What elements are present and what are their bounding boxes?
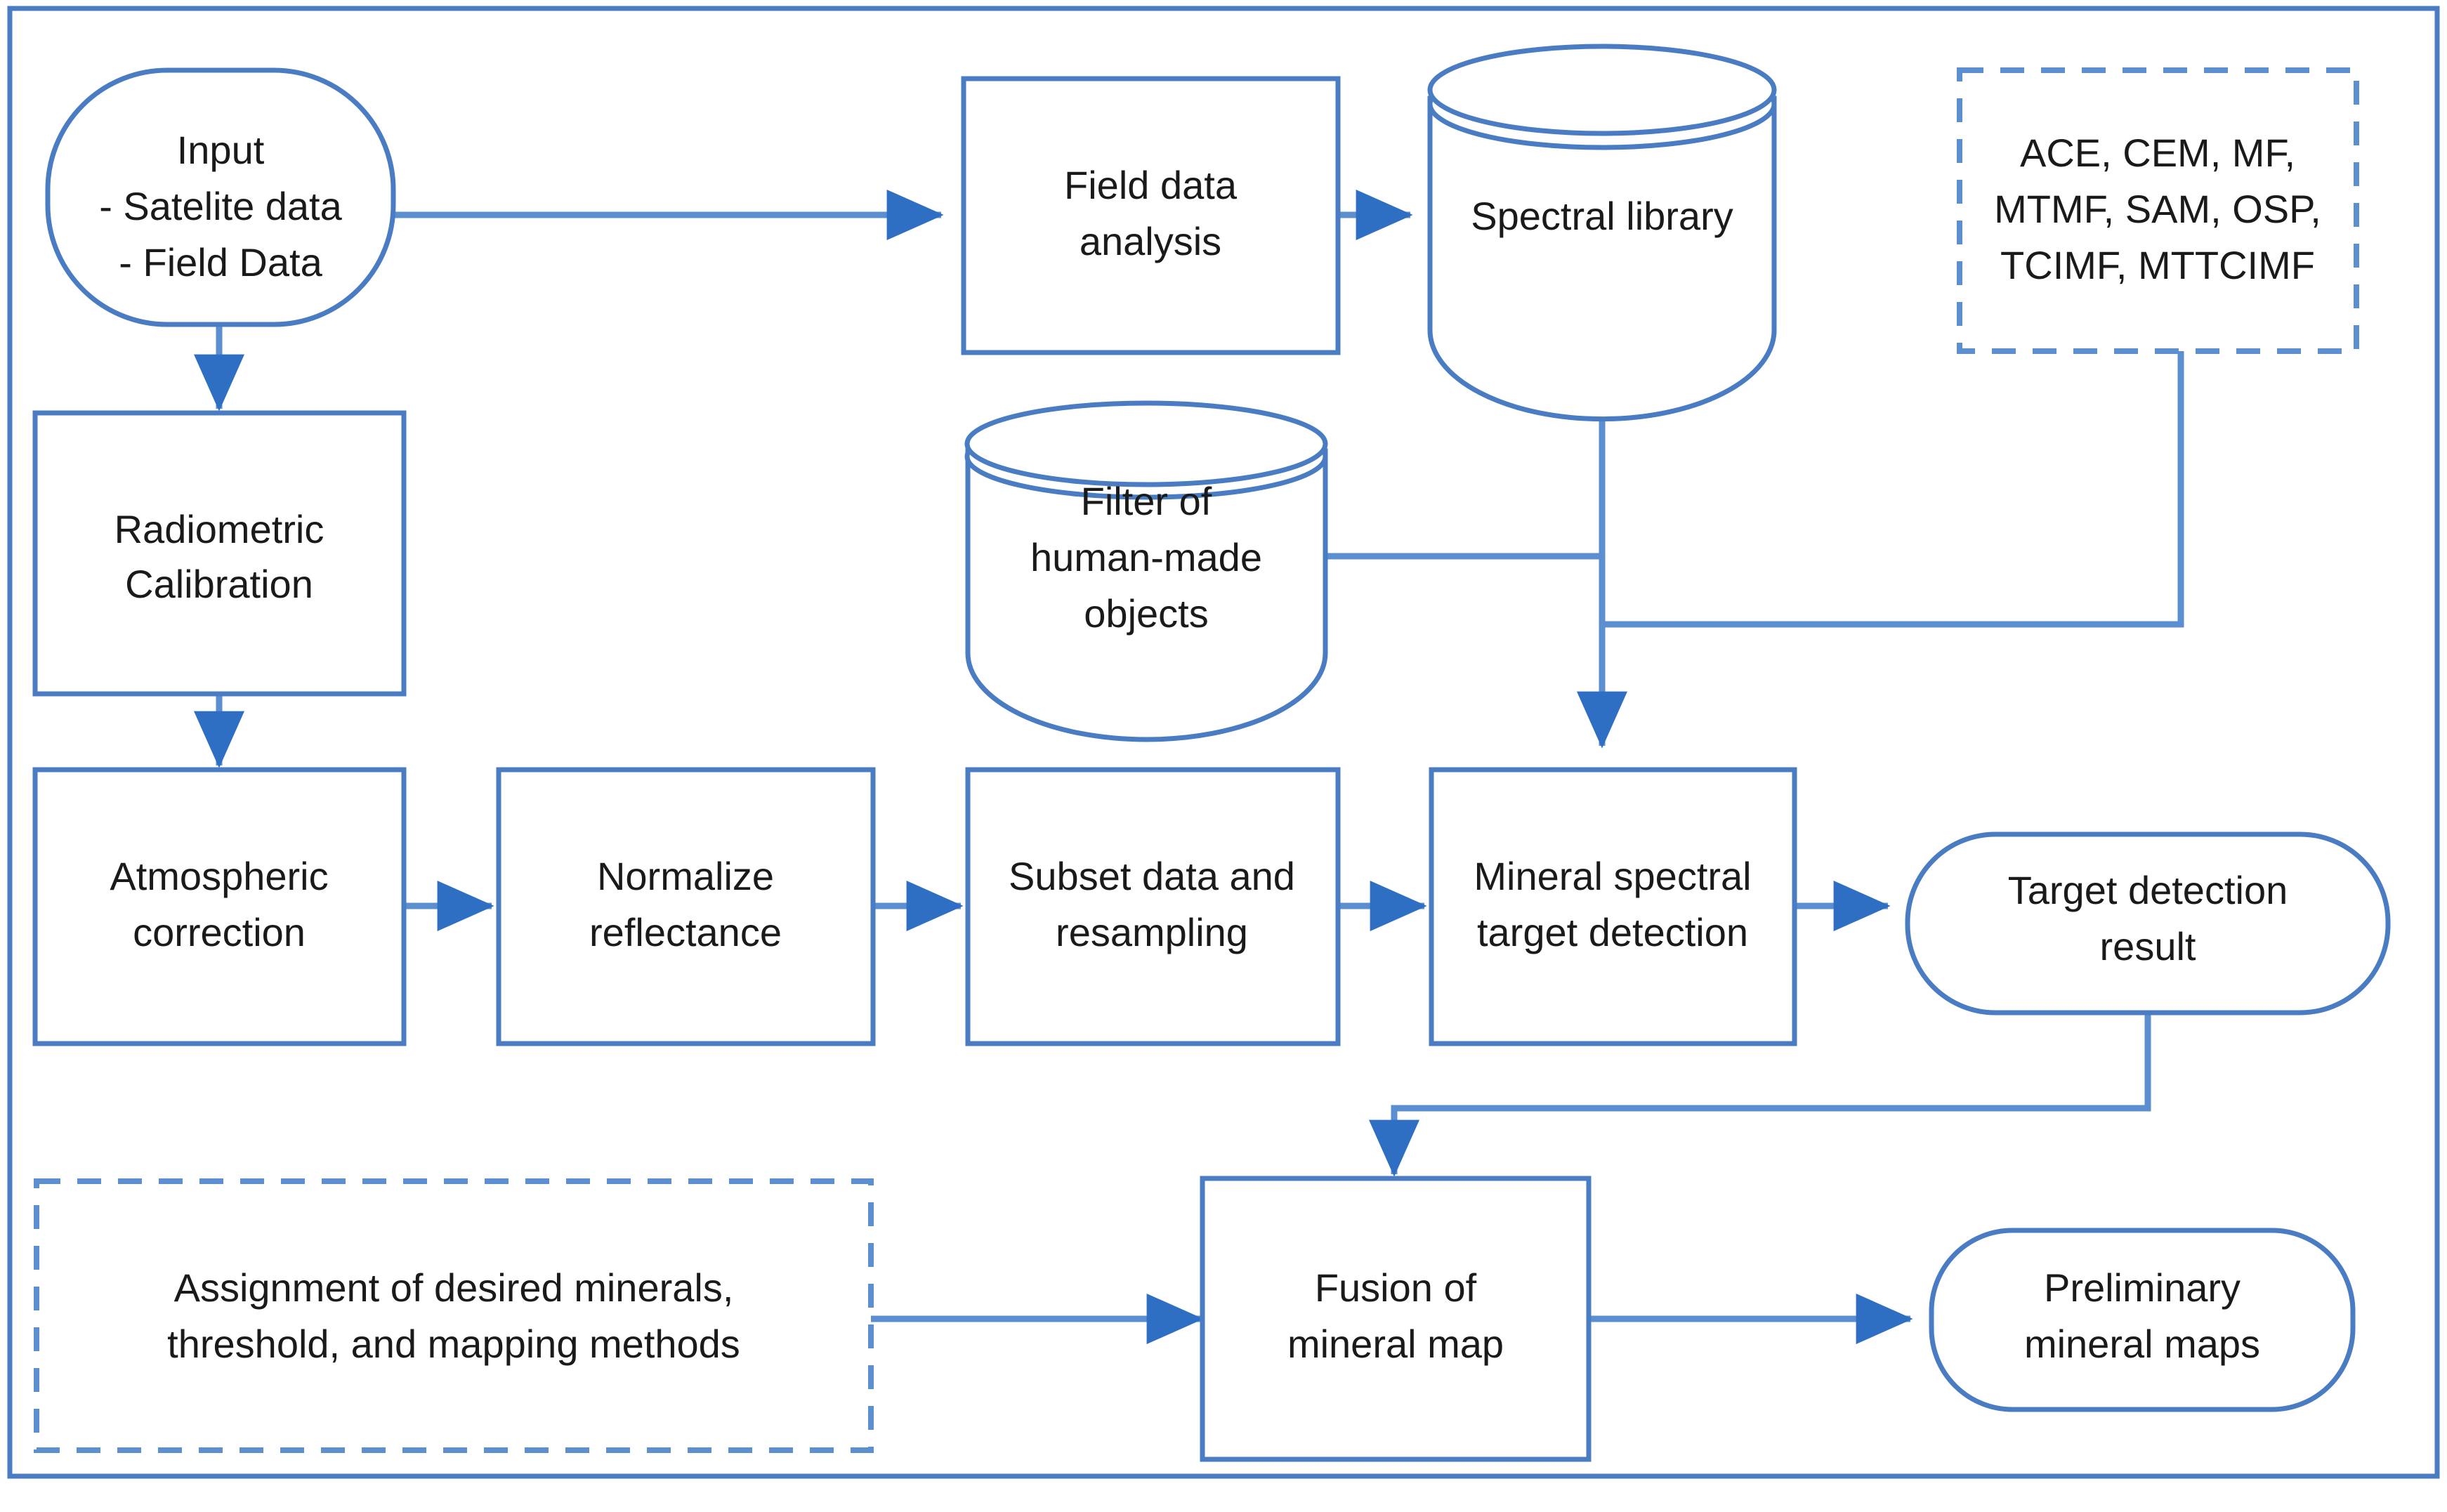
mineral-detection-label-line2: target detection	[1477, 910, 1748, 954]
preliminary-label-line1: Preliminary	[2044, 1266, 2241, 1310]
input-label-line3: - Field Data	[119, 240, 322, 284]
radiometric-calibration-label-line1: Radiometric	[114, 507, 324, 551]
node-spectral-library[interactable]: Spectral library	[1427, 44, 1777, 422]
edge-target-result-to-fusion	[1369, 1013, 2151, 1177]
filter-label-line3: objects	[1084, 591, 1208, 636]
mineral-spectral-target-detection-shape[interactable]	[1429, 767, 1797, 1046]
filter-body[interactable]	[965, 448, 1328, 742]
filter-top-outer	[964, 400, 1328, 487]
node-atmospheric-correction[interactable]: Atmospheric correction	[32, 767, 407, 1046]
assignment-parameters-shape[interactable]	[34, 1178, 874, 1453]
target-detection-result-shape[interactable]	[1905, 831, 2391, 1015]
subset-data-resampling-shape[interactable]	[965, 767, 1341, 1046]
mineral-detection-label-line1: Mineral spectral	[1474, 854, 1751, 898]
field-data-analysis-label-line1: Field data	[1064, 163, 1238, 207]
assignment-parameters-label-line1: Assignment of desired minerals,	[174, 1266, 734, 1310]
node-filter-human-made-objects[interactable]: Filter of human-made objects	[964, 400, 1328, 742]
atmospheric-correction-label-line2: correction	[133, 910, 306, 954]
node-subset-data-resampling[interactable]: Subset data and resampling	[965, 767, 1341, 1046]
node-preliminary-mineral-maps[interactable]: Preliminary mineral maps	[1929, 1228, 2356, 1412]
target-detection-result-label-line1: Target detection	[2008, 868, 2288, 912]
input-label-line1: Input	[177, 128, 265, 172]
spectral-library-body[interactable]	[1427, 96, 1777, 422]
subset-data-resampling-label-line2: resampling	[1056, 910, 1248, 954]
normalize-reflectance-label-line1: Normalize	[597, 854, 774, 898]
normalize-reflectance-label-line2: reflectance	[589, 910, 782, 954]
input-shape[interactable]	[45, 67, 396, 327]
preliminary-label-line2: mineral maps	[2024, 1322, 2260, 1366]
node-fusion-of-mineral-map[interactable]: Fusion of mineral map	[1200, 1176, 1592, 1462]
node-radiometric-calibration[interactable]: Radiometric Calibration	[32, 410, 407, 697]
connector-layer	[194, 190, 2184, 1344]
algorithm-list-shape[interactable]	[1957, 67, 2359, 354]
atmospheric-correction-label-line1: Atmospheric	[110, 854, 328, 898]
field-data-analysis-label-line2: analysis	[1080, 219, 1221, 263]
radiometric-calibration-shape[interactable]	[32, 410, 407, 697]
node-normalize-reflectance[interactable]: Normalize reflectance	[496, 767, 876, 1046]
algorithm-list-label-line2: MTMF, SAM, OSP,	[1994, 187, 2321, 231]
assignment-parameters-label-line2: threshold, and mapping methods	[167, 1322, 740, 1366]
node-algorithm-list[interactable]: ACE, CEM, MF, MTMF, SAM, OSP, TCIMF, MTT…	[1957, 67, 2359, 354]
radiometric-calibration-label-line2: Calibration	[125, 562, 313, 606]
fusion-of-mineral-map-shape[interactable]	[1200, 1176, 1592, 1462]
fusion-label-line1: Fusion of	[1315, 1266, 1477, 1310]
node-input[interactable]: Input - Satelite data - Field Data	[45, 67, 396, 327]
node-mineral-spectral-target-detection[interactable]: Mineral spectral target detection	[1429, 767, 1797, 1046]
edge-algorithms-to-mineral-detection	[1602, 351, 2184, 628]
node-target-detection-result[interactable]: Target detection result	[1905, 831, 2391, 1015]
node-assignment-parameters[interactable]: Assignment of desired minerals, threshol…	[34, 1178, 874, 1453]
target-detection-result-label-line2: result	[2100, 924, 2196, 968]
algorithm-list-label-line1: ACE, CEM, MF,	[2020, 131, 2295, 175]
preliminary-mineral-maps-shape[interactable]	[1929, 1228, 2356, 1412]
normalize-reflectance-shape[interactable]	[496, 767, 876, 1046]
atmospheric-correction-shape[interactable]	[32, 767, 407, 1046]
spectral-library-top-outer	[1427, 44, 1777, 136]
filter-label-line1: Filter of	[1081, 479, 1212, 523]
algorithm-list-label-line3: TCIMF, MTTCIMF	[2000, 243, 2315, 287]
spectral-library-label: Spectral library	[1471, 194, 1733, 238]
input-label-line2: - Satelite data	[99, 184, 342, 228]
node-field-data-analysis[interactable]: Field data analysis	[961, 76, 1341, 355]
filter-label-line2: human-made	[1030, 535, 1262, 579]
field-data-analysis-shape[interactable]	[961, 76, 1341, 355]
subset-data-resampling-label-line1: Subset data and	[1009, 854, 1295, 898]
fusion-label-line2: mineral map	[1287, 1322, 1504, 1366]
